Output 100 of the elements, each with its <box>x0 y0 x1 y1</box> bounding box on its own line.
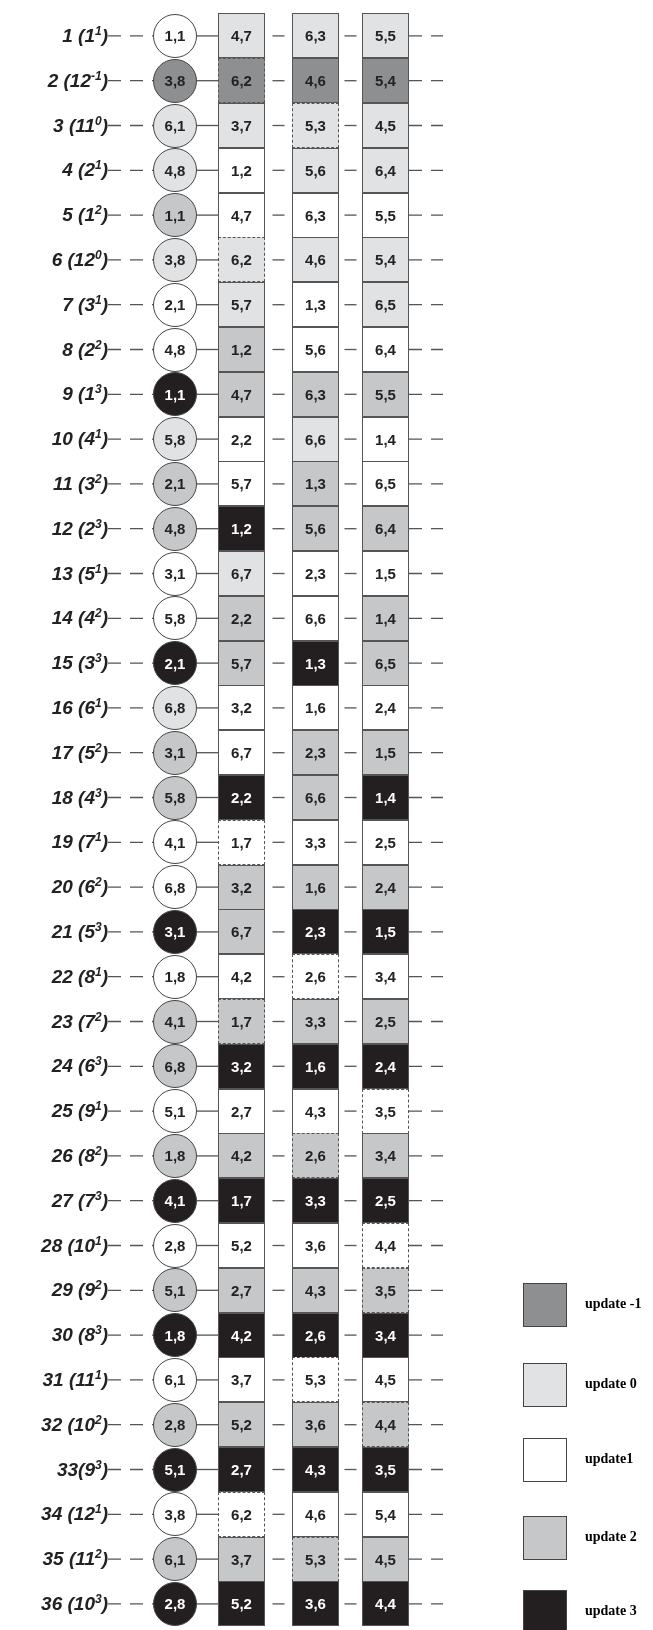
connector-line <box>107 438 154 440</box>
square-node: 2,7 <box>218 1267 265 1313</box>
connector-line <box>107 1289 154 1291</box>
connector-line <box>408 617 444 619</box>
circle-node: 1,8 <box>153 1133 197 1178</box>
square-node: 6,7 <box>218 551 265 596</box>
connector-line <box>271 259 286 261</box>
circle-node: 4,1 <box>153 1178 197 1223</box>
connector-line <box>196 1424 219 1426</box>
circle-node: 2,8 <box>153 1581 197 1626</box>
square-node: 3,6 <box>292 1581 339 1627</box>
connector-line <box>196 1200 219 1202</box>
connector-line <box>271 1289 286 1291</box>
connector-line <box>408 348 444 351</box>
square-node: 6,4 <box>362 327 409 372</box>
connector-line <box>408 1379 444 1381</box>
row-label: 10 (4$^{1}$) <box>8 424 108 455</box>
connector-line <box>271 1200 286 1202</box>
row-label: 24 (6$^{3}$) <box>8 1051 108 1082</box>
connector-line <box>271 80 286 82</box>
square-node: 3,4 <box>362 954 409 1000</box>
square-node: 1,6 <box>292 864 339 910</box>
connector-line <box>408 796 444 799</box>
circle-node: 6,8 <box>153 685 197 730</box>
connector-line <box>107 752 154 754</box>
connector-line <box>343 35 358 37</box>
connector-line <box>196 35 219 37</box>
row-label: 6 (12$^{0}$) <box>8 244 108 275</box>
connector-line <box>107 1244 154 1247</box>
square-node: 1,5 <box>362 909 409 955</box>
square-node: 6,7 <box>218 730 265 776</box>
connector-line <box>343 1513 358 1515</box>
connector-line <box>408 214 444 216</box>
connector-line <box>107 1065 154 1067</box>
connector-line <box>196 1379 219 1381</box>
square-node: 3,3 <box>292 819 339 865</box>
connector-line <box>343 80 358 82</box>
connector-line <box>408 1110 444 1112</box>
square-node: 1,3 <box>292 461 339 507</box>
square-node: 5,7 <box>218 640 265 686</box>
square-node: 1,7 <box>218 999 265 1044</box>
square-node: 3,2 <box>218 1043 265 1089</box>
connector-line <box>107 35 154 37</box>
square-node: 6,7 <box>218 909 265 955</box>
circle-node: 4,1 <box>153 820 197 865</box>
connector-line <box>107 80 154 82</box>
row-label: 15 (3$^{3}$) <box>8 648 108 679</box>
connector-line <box>408 886 444 888</box>
connector-line <box>271 1424 286 1426</box>
row-label: 5 (1$^{2}$) <box>8 200 108 231</box>
connector-line <box>196 483 219 485</box>
circle-node: 5,8 <box>153 417 197 462</box>
connector-line <box>408 662 444 664</box>
row-label: 12 (2$^{3}$) <box>8 513 108 544</box>
connector-line <box>408 393 444 395</box>
connector-line <box>196 1020 219 1023</box>
circle-node: 6,8 <box>153 865 197 910</box>
square-node: 5,7 <box>218 461 265 507</box>
connector-line <box>408 124 444 127</box>
connector-line <box>408 1155 444 1157</box>
connector-line <box>343 1110 358 1112</box>
row-label: 23 (7$^{2}$) <box>8 1006 108 1037</box>
connector-line <box>107 528 154 530</box>
connector-line <box>196 1334 219 1336</box>
square-node: 6,5 <box>362 640 409 686</box>
connector-line <box>343 1200 358 1202</box>
circle-node: 3,1 <box>153 551 197 596</box>
legend-label: update 2 <box>585 1529 637 1545</box>
square-node: 1,2 <box>218 506 265 552</box>
connector-line <box>271 438 286 440</box>
square-node: 2,7 <box>218 1447 265 1492</box>
connector-line <box>343 1558 358 1560</box>
connector-line <box>271 1155 286 1157</box>
connector-line <box>343 886 358 888</box>
connector-line <box>343 1155 358 1157</box>
connector-line <box>343 707 358 709</box>
connector-line <box>271 214 286 216</box>
square-node: 4,6 <box>292 58 339 104</box>
square-node: 2,5 <box>362 999 409 1044</box>
connector-line <box>408 1334 444 1336</box>
square-node: 2,4 <box>362 685 409 731</box>
connector-line <box>107 169 154 171</box>
square-node: 6,5 <box>362 282 409 328</box>
circle-node: 3,1 <box>153 909 197 954</box>
row-label: 9 (1$^{3}$) <box>8 379 108 410</box>
connector-line <box>271 707 286 709</box>
row-label: 22 (8$^{1}$) <box>8 961 108 992</box>
connector-line <box>271 35 286 37</box>
connector-line <box>408 1603 444 1605</box>
connector-line <box>343 348 358 351</box>
connector-line <box>196 1244 219 1247</box>
square-node: 1,6 <box>292 1043 339 1089</box>
circle-node: 3,1 <box>153 730 197 775</box>
connector-line <box>408 572 444 575</box>
connector-line <box>271 617 286 619</box>
connector-line <box>271 1468 286 1471</box>
connector-line <box>343 1424 358 1426</box>
row-label: 31 (11$^{1}$) <box>8 1364 108 1395</box>
connector-line <box>343 124 358 127</box>
connector-line <box>271 1244 286 1247</box>
